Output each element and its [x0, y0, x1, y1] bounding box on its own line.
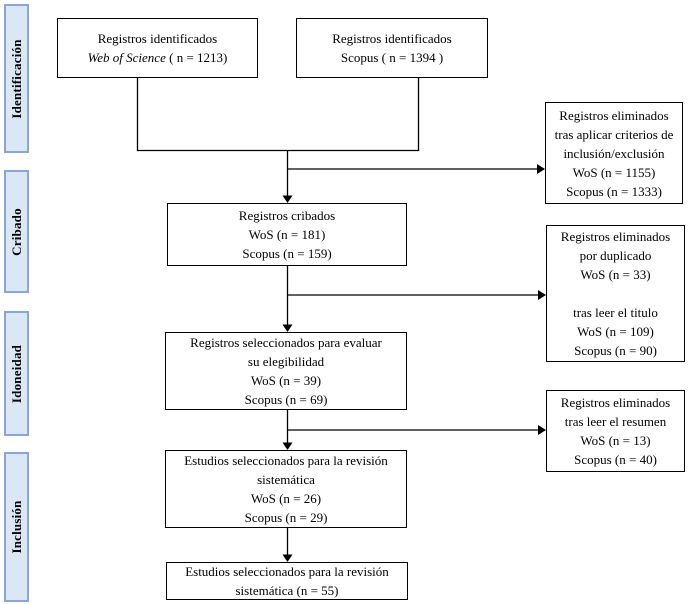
connector-merge-top-boxes [136, 78, 420, 152]
phase-cribado: Cribado [4, 170, 29, 293]
phase-label: Inclusión [8, 500, 24, 554]
box-line: tras leer el resumen [564, 414, 667, 429]
box-line: Web of Science ( n = 1213) [60, 48, 255, 67]
box-line: Registros identificados [332, 31, 452, 46]
box-scopus-identified: Registros identificados Scopus ( n = 139… [296, 18, 488, 78]
box-excluded-abstract: Registros eliminados tras leer el resume… [546, 390, 685, 472]
box-line: WoS (n = 181) [248, 227, 326, 242]
box-line: Scopus (n = 40) [574, 452, 657, 467]
box-line: Registros eliminados [560, 229, 671, 244]
phase-label: Identificación [8, 38, 24, 119]
arrowhead-to-excluded-abstract [538, 425, 546, 435]
phase-label: Cribado [8, 207, 24, 256]
arrowhead-to-included-total [282, 554, 293, 562]
box-line: WoS (n = 26) [250, 491, 322, 506]
box-line: WoS (n = 39) [250, 373, 322, 388]
box-line: Registros identificados [97, 31, 218, 46]
phase-inclusion: Inclusión [4, 452, 29, 602]
box-line: Registros cribados [238, 208, 336, 223]
box-line: por duplicado [579, 248, 652, 263]
box-line: Registros eliminados [559, 107, 669, 123]
box-line: WoS (n = 13) [580, 433, 651, 448]
box-excluded-criteria: Registros eliminados tras aplicar criter… [545, 102, 683, 204]
box-line: WoS (n = 109) [577, 324, 654, 339]
arrowhead-to-eligibility [282, 324, 293, 332]
box-eligibility: Registros seleccionados para evaluar su … [165, 332, 407, 410]
wos-count: ( n = 1213) [165, 50, 228, 65]
box-line: Registros eliminados [560, 395, 671, 410]
arrowhead-to-excluded-duplicates [538, 290, 546, 300]
arrowhead-to-included-by-source [282, 442, 293, 450]
box-excluded-duplicates-title: Registros eliminados por duplicado WoS (… [546, 225, 685, 362]
box-line: Estudios seleccionados para la revisión [185, 564, 389, 579]
box-screened: Registros cribados WoS (n = 181) Scopus … [167, 203, 407, 266]
box-line: WoS (n = 33) [580, 267, 651, 282]
box-line: WoS (n = 1155) [572, 164, 656, 180]
wos-source-italic: Web of Science [87, 50, 166, 65]
box-line: Scopus (n = 1333) [566, 183, 662, 199]
box-line: Scopus (n = 29) [244, 510, 328, 525]
box-line: Scopus (n = 159) [242, 246, 332, 261]
phase-idoneidad: Idoneidad [4, 311, 29, 436]
box-line: sistemática [257, 472, 315, 487]
box-line: Registros seleccionados para evaluar [190, 335, 382, 350]
arrowhead-to-excluded-criteria [537, 164, 545, 174]
phase-identificacion: Identificación [4, 4, 29, 153]
phase-label: Idoneidad [8, 344, 24, 403]
box-line: inclusión/exclusión [563, 145, 665, 161]
box-line: Scopus (n = 90) [574, 343, 657, 358]
box-included-by-source: Estudios seleccionados para la revisión … [165, 450, 407, 528]
box-line: Scopus (n = 69) [244, 392, 328, 407]
box-line: Scopus ( n = 1394 ) [340, 50, 444, 65]
box-line: sistemática (n = 55) [235, 583, 339, 598]
box-line: tras leer el titulo [573, 305, 658, 320]
arrowhead-to-screened [282, 195, 293, 203]
box-included-total: Estudios seleccionados para la revisión … [166, 562, 408, 600]
box-line: Estudios seleccionados para la revisión [184, 453, 388, 468]
box-line: su elegibilidad [247, 354, 325, 369]
box-line: tras aplicar criterios de [554, 126, 674, 142]
box-wos-identified: Registros identificados Web of Science (… [57, 18, 258, 78]
box-line-blank [549, 284, 682, 303]
